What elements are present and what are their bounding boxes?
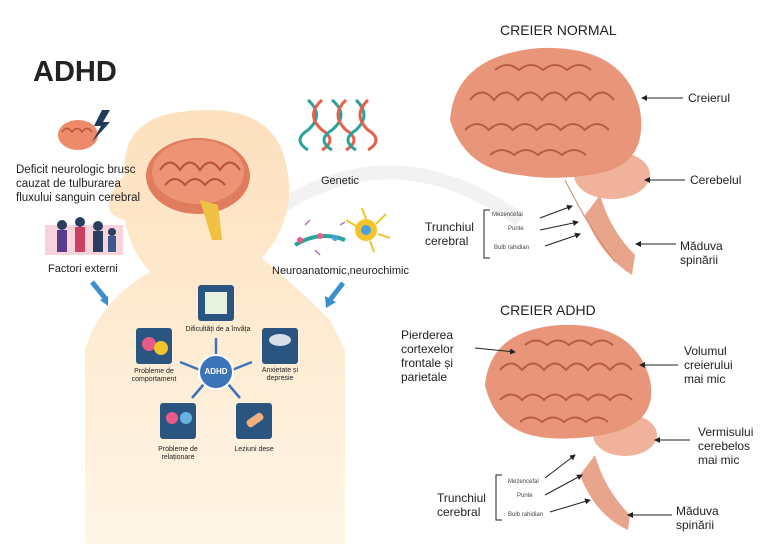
label-volumul: Volumul creierului mai mic: [684, 344, 733, 386]
adhd-leaders: [474, 347, 690, 518]
people-icon: [45, 217, 123, 255]
label-cerebelul: Cerebelul: [690, 173, 742, 187]
adhd-stem-punte: Punte: [517, 493, 533, 499]
adhd-brain: [485, 324, 657, 530]
label-pierderea-cortexelor: Pierderea cortexelor frontale și parieta…: [401, 328, 454, 384]
adhd-stem-bulb: Bulb rahidian: [508, 512, 544, 518]
label-maduva-normal: Măduva spinării: [680, 239, 723, 267]
child-silhouette: [85, 110, 345, 544]
adhd-badge: [179, 338, 253, 399]
adhd-brain-title: CREIER ADHD: [500, 302, 596, 318]
adhd-stem-mezencefal: Mezencefal: [508, 479, 539, 485]
relations-icon: [160, 403, 196, 439]
child-brain: [146, 138, 250, 240]
normal-brain: [450, 47, 650, 275]
normal-brain-title: CREIER NORMAL: [500, 22, 617, 38]
lightning-brain-icon: [58, 110, 110, 150]
blue-arrows: [90, 280, 345, 308]
label-creierul: Creierul: [688, 91, 731, 105]
effect-relations: Probleme de relaționare: [158, 446, 198, 461]
label-maduva-adhd: Măduva spinării: [676, 504, 719, 532]
cause-neuro-deficit: Deficit neurologic brusc cauzat de tulbu…: [16, 164, 141, 204]
normal-leaders: [539, 95, 685, 247]
label-trunchiul-normal: Trunchiul cerebral: [425, 220, 474, 248]
adhd-bracket: [495, 474, 502, 521]
cause-external-factors: Factori externi: [48, 263, 118, 275]
page-title: ADHD: [33, 56, 117, 88]
dna-icon: [298, 98, 378, 152]
neuron-icon: [293, 207, 391, 256]
cause-genetic: Genetic: [321, 175, 359, 187]
cause-neuroanatomic: Neuroanatomic,neurochimic: [272, 265, 409, 277]
label-vermisului: Vermisului cerebelos mai mic: [698, 425, 754, 467]
label-trunchiul-adhd: Trunchiul cerebral: [437, 491, 486, 519]
normal-stem-punte: Punte: [508, 226, 524, 232]
normal-stem-mezencefal: Mezencefal: [492, 212, 523, 218]
normal-stem-bulb: Bulb rahidian: [494, 245, 530, 251]
effect-anxiety: Anxietate și depresie: [261, 367, 299, 382]
adhd-badge-label: ADHD: [204, 367, 228, 376]
effect-behavior: Probleme de comportament: [131, 368, 177, 383]
effect-learning: Dificultăți de a învăța: [185, 326, 251, 333]
normal-bracket: [483, 209, 490, 259]
effect-injuries: Leziuni dese: [234, 446, 274, 453]
